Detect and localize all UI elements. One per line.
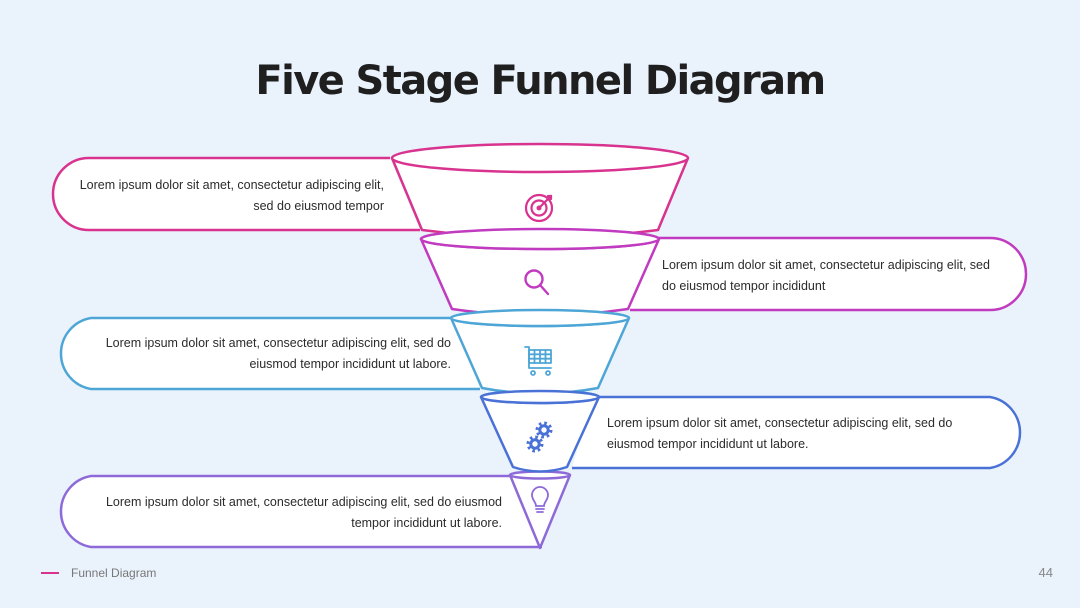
stage-1-funnel	[390, 142, 690, 239]
target-icon	[524, 193, 554, 223]
stage-3-text: Lorem ipsum dolor sit amet, consectetur …	[105, 336, 451, 371]
magnifier-icon	[524, 269, 550, 296]
stage-4-capsule	[572, 395, 1022, 470]
stage-2-text: Lorem ipsum dolor sit amet, consectetur …	[662, 258, 990, 293]
footer-accent-line	[41, 572, 59, 574]
stage-2-funnel-rim	[419, 227, 661, 251]
stage-1-capsule	[51, 156, 420, 232]
stage-4-funnel-rim	[479, 389, 601, 405]
shopping-cart-icon	[524, 346, 552, 376]
page-number: 44	[1038, 565, 1053, 580]
stage-1-text: Lorem ipsum dolor sit amet, consectetur …	[79, 178, 384, 213]
stage-2-capsule	[630, 236, 1028, 312]
stage-5-capsule	[59, 474, 542, 549]
page-title: Five Stage Funnel Diagram	[255, 58, 826, 104]
stage-5-text: Lorem ipsum dolor sit amet, consectetur …	[105, 495, 502, 530]
stage-4-text: Lorem ipsum dolor sit amet, consectetur …	[607, 416, 953, 451]
footer-label: Funnel Diagram	[71, 566, 157, 580]
stage-3-funnel-rim	[449, 308, 631, 328]
gears-icon	[526, 421, 553, 453]
stage-3-capsule	[59, 316, 480, 391]
lightbulb-icon	[531, 486, 549, 513]
